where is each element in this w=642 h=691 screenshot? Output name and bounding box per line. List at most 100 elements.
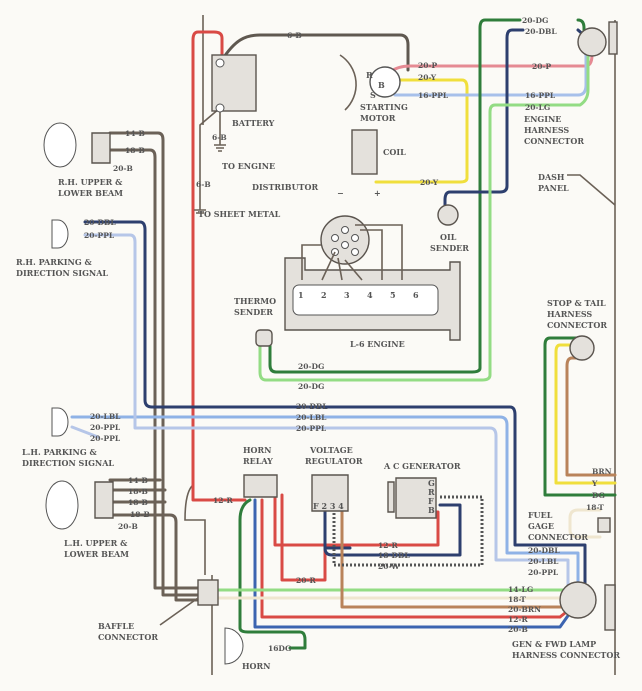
wire-label: 18-T	[508, 595, 526, 604]
wire-label: 20-DBL	[296, 402, 328, 411]
wire-label: DG	[592, 491, 605, 500]
cylinder-5: 5	[390, 290, 396, 300]
starting-motor-label: STARTING	[360, 102, 408, 112]
lh-parking-label: DIRECTION SIGNAL	[22, 458, 114, 468]
starter-term-r: R	[366, 70, 373, 80]
thermo-sender-label: THERMO	[234, 296, 276, 306]
baffle-label: BAFFLE	[98, 621, 134, 631]
engine-head	[292, 284, 439, 316]
engine-harness-label: ENGINE	[524, 114, 561, 124]
wire-label: 20-DBL	[84, 218, 116, 227]
engine-harness-label: HARNESS	[524, 125, 569, 135]
wire-label: Y	[591, 479, 598, 488]
baffle-connector-icon	[197, 579, 219, 606]
baffle-label: CONNECTOR	[98, 632, 158, 642]
wire-label: 20-Y	[418, 73, 437, 82]
rh-headlamp-icon	[43, 122, 77, 168]
gen-term-f: F	[428, 496, 434, 506]
rh-headlamp-connector	[91, 132, 111, 164]
to-engine-label: TO ENGINE	[222, 161, 275, 171]
thermo-sender-label: SENDER	[234, 307, 273, 317]
gen-fwd-label: GEN & FWD LAMP	[512, 639, 596, 649]
oil-sender-label: SENDER	[430, 243, 469, 253]
wire-label: 18-B	[125, 146, 145, 155]
battery-positive-terminal	[215, 58, 225, 68]
wire-label: 20-B	[118, 522, 138, 531]
generator-label: A C GENERATOR	[383, 461, 461, 471]
rh-parking-lamp-icon	[51, 219, 69, 249]
distributor-caps	[331, 226, 359, 256]
wire-label: 18-DBL	[378, 551, 410, 560]
cylinder-6: 6	[413, 290, 419, 300]
starter-term-s: S	[370, 90, 376, 100]
cylinder-3: 3	[344, 290, 350, 300]
oil-sender-icon	[437, 204, 459, 226]
black-wires	[108, 15, 410, 675]
wire-label: 14-B	[128, 476, 148, 485]
rh-parking-label: DIRECTION SIGNAL	[16, 268, 108, 278]
wire-label: 12-R	[213, 496, 234, 505]
cylinder-1: 1	[298, 290, 304, 300]
lh-parking-label: L.H. PARKING &	[22, 447, 97, 457]
rh-beam-label: LOWER BEAM	[58, 188, 123, 198]
horn-relay-label: HORN	[243, 445, 272, 455]
wire-label: 20-P	[418, 61, 438, 70]
wire-label: 6-B	[196, 180, 211, 189]
fuel-gage-label: CONNECTOR	[528, 532, 588, 542]
horn-relay-icon	[243, 474, 278, 498]
starter-housing	[339, 54, 357, 111]
horn-label: HORN	[242, 661, 271, 671]
regulator-terminals: F 2 3 4	[313, 501, 344, 511]
distributor-icon	[320, 215, 370, 265]
stop-tail-label: STOP & TAIL	[547, 298, 606, 308]
to-sheet-metal-label: TO SHEET METAL	[198, 209, 281, 219]
starting-motor-label: MOTOR	[360, 113, 396, 123]
starting-motor-icon	[369, 66, 401, 98]
battery-icon	[211, 54, 257, 112]
battery-label: BATTERY	[232, 118, 275, 128]
cylinder-2: 2	[321, 290, 327, 300]
gen-term-r: R	[428, 487, 435, 497]
wire-label: 20-DBL	[525, 27, 557, 36]
wire-label: 20-PPL	[528, 568, 559, 577]
wire-label: 14-B	[125, 129, 145, 138]
fuel-gage-label: GAGE	[528, 521, 554, 531]
lh-headlamp-connector	[94, 481, 114, 519]
oil-sender-label: OIL	[440, 232, 457, 242]
wire-label: 20-LBL	[296, 413, 327, 422]
wire-label: 20-Y	[420, 178, 439, 187]
wire-label: 12-R	[378, 541, 399, 550]
wire-label: 20-BRN	[508, 605, 541, 614]
stop-tail-label: HARNESS	[547, 309, 592, 319]
coil-plus: +	[374, 188, 381, 198]
wire-label: 18-B	[128, 487, 148, 496]
horn-icon	[224, 627, 244, 665]
lh-beam-label: L.H. UPPER &	[64, 538, 128, 548]
lh-parking-lamp-icon	[51, 407, 69, 437]
starter-term-b: B	[378, 80, 385, 90]
wire-label: 16-PPL	[418, 91, 449, 100]
wire-label: 20-B	[508, 625, 528, 634]
rh-parking-label: R.H. PARKING &	[16, 257, 92, 267]
lh-headlamp-icon	[45, 480, 79, 530]
gen-fwd-lamp-connector-icon	[559, 581, 597, 619]
coil-label: COIL	[383, 147, 406, 157]
wire-label: 18-T	[586, 503, 604, 512]
regulator-label: REGULATOR	[305, 456, 363, 466]
wire-label: 20-DG	[298, 382, 324, 391]
wire-label: 18-B	[128, 498, 148, 507]
dash-panel-label: DASH	[538, 172, 565, 182]
thermo-sender-icon	[255, 329, 273, 347]
fuel-gage-label: FUEL	[528, 510, 553, 520]
baffle-leader	[159, 597, 199, 626]
regulator-label: VOLTAGE	[309, 445, 353, 455]
wire-label: 20-DG	[298, 362, 324, 371]
dash-panel-leader	[567, 174, 616, 206]
wire-label: 20-PPL	[84, 231, 115, 240]
wire-label: 16-PPL	[525, 91, 556, 100]
wire-label: BRN	[592, 467, 612, 476]
wire-label: 14-LG	[508, 585, 533, 594]
dash-panel-bracket	[608, 21, 618, 55]
